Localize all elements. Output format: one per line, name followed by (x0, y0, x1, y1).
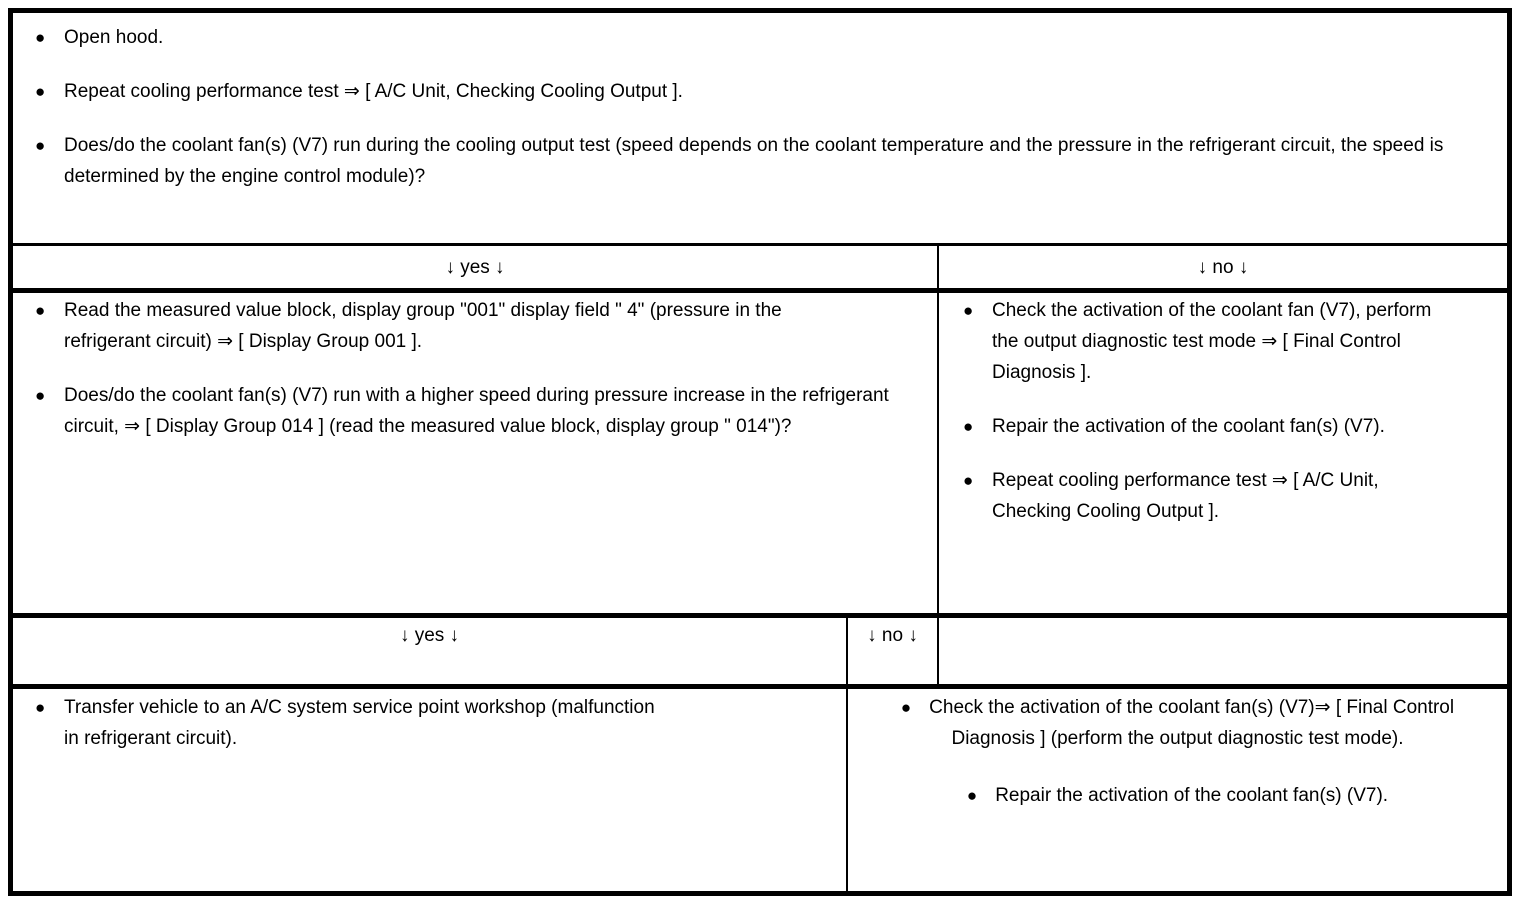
list-item: ● Repair the activation of the coolant f… (963, 411, 1497, 442)
bullet-icon: ● (35, 386, 46, 405)
yes-branch-label: ↓ yes ↓ (445, 256, 505, 278)
intro-steps-section: ● Open hood. ● Repeat cooling performanc… (13, 13, 1507, 243)
bullet-icon: ● (35, 136, 46, 155)
bullet-icon: ● (35, 28, 46, 47)
list-item: ● Transfer vehicle to an A/C system serv… (35, 692, 836, 754)
level2-yes-header-cell: ↓ yes ↓ (13, 618, 848, 684)
level1-no-header-cell: ↓ no ↓ (939, 246, 1507, 288)
bullet-icon: ● (35, 698, 46, 717)
bullet-icon: ● (963, 471, 974, 490)
level2-content-row: ● Transfer vehicle to an A/C system serv… (13, 684, 1507, 891)
level1-branch-header-row: ↓ yes ↓ ↓ no ↓ (13, 243, 1507, 288)
list-item: ● Read the measured value block, display… (35, 295, 927, 357)
step-text: Repeat cooling performance test ⇒ [ A/C … (992, 470, 1379, 522)
level2-branch-header-row: ↓ yes ↓ ↓ no ↓ (13, 613, 1507, 684)
procedure-decision-table: ● Open hood. ● Repeat cooling performanc… (8, 8, 1512, 896)
bullet-icon: ● (963, 301, 974, 320)
intro-step-text: Does/do the coolant fan(s) (V7) run duri… (64, 135, 1444, 187)
list-item: ● Repair the activation of the coolant fa… (856, 780, 1499, 811)
step-text: Repair the activation of the coolant fan… (995, 785, 1389, 806)
level2-yes-branch-cell: ● Transfer vehicle to an A/C system serv… (13, 689, 848, 891)
bullet-icon: ● (966, 786, 978, 805)
list-item: ● Repeat cooling performance test ⇒ [ A/… (35, 76, 1493, 107)
no-branch-label: ↓ no ↓ (867, 625, 918, 646)
level1-no-branch-cell: ● Check the activation of the coolant fa… (939, 293, 1507, 613)
step-text: Does/do the coolant fan(s) (V7) run with… (64, 385, 889, 437)
level2-no-header-cell: ↓ no ↓ (848, 618, 939, 684)
no-branch-label: ↓ no ↓ (1197, 256, 1249, 278)
step-text: Check the activation of the coolant fan(… (929, 697, 1455, 749)
step-text: Read the measured value block, display g… (64, 300, 782, 352)
level1-content-row: ● Read the measured value block, display… (13, 288, 1507, 613)
list-item: ● Check the activation of the coolant fan… (888, 692, 1468, 754)
step-text: Transfer vehicle to an A/C system servic… (64, 697, 655, 749)
list-item: ● Does/do the coolant fan(s) (V7) run du… (35, 130, 1493, 192)
bullet-icon: ● (963, 417, 974, 436)
intro-step-text: Open hood. (64, 27, 164, 48)
list-item: ● Repeat cooling performance test ⇒ [ A/… (963, 465, 1497, 527)
step-text: Repair the activation of the coolant fan… (992, 416, 1385, 437)
level2-header-spacer-cell (939, 618, 1507, 684)
level1-yes-header-cell: ↓ yes ↓ (13, 246, 939, 288)
list-item: ● Check the activation of the coolant fa… (963, 295, 1497, 388)
step-text: Check the activation of the coolant fan … (992, 300, 1432, 383)
list-item: ● Does/do the coolant fan(s) (V7) run wi… (35, 380, 927, 442)
level2-no-branch-cell: ● Check the activation of the coolant fan… (848, 689, 1507, 891)
bullet-icon: ● (900, 698, 912, 717)
list-item: ● Open hood. (35, 22, 1493, 53)
intro-step-text: Repeat cooling performance test ⇒ [ A/C … (64, 81, 683, 102)
bullet-icon: ● (35, 301, 46, 320)
level1-yes-branch-cell: ● Read the measured value block, display… (13, 293, 939, 613)
yes-branch-label: ↓ yes ↓ (399, 625, 460, 646)
bullet-icon: ● (35, 82, 46, 101)
